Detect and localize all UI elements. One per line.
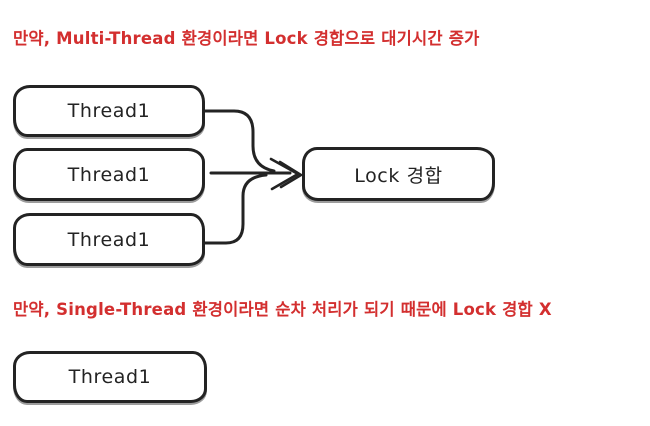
arrowhead-icon <box>269 157 300 191</box>
single-thread-note: 만약, Single-Thread 환경이라면 순차 처리가 되기 때문에 Lo… <box>13 300 552 319</box>
thread-box-3-label: Thread1 <box>67 228 151 251</box>
multi-thread-note: 만약, Multi-Thread 환경이라면 Lock 경합으로 대기시간 증가 <box>13 29 480 48</box>
connector-top <box>203 109 276 173</box>
thread-box-3: Thread1 <box>13 213 205 266</box>
thread-box-1: Thread1 <box>13 85 205 137</box>
thread-box-2: Thread1 <box>13 148 205 201</box>
lock-contention-box: Lock 경합 <box>302 147 495 201</box>
single-thread-box-label: Thread1 <box>68 366 152 388</box>
single-thread-box: Thread1 <box>13 351 207 403</box>
thread-box-2-label: Thread1 <box>67 163 151 186</box>
thread-box-1-label: Thread1 <box>67 100 151 122</box>
lock-contention-label: Lock 경합 <box>354 164 443 187</box>
connector-bottom <box>203 173 268 245</box>
arrowhead-icon <box>278 160 303 189</box>
